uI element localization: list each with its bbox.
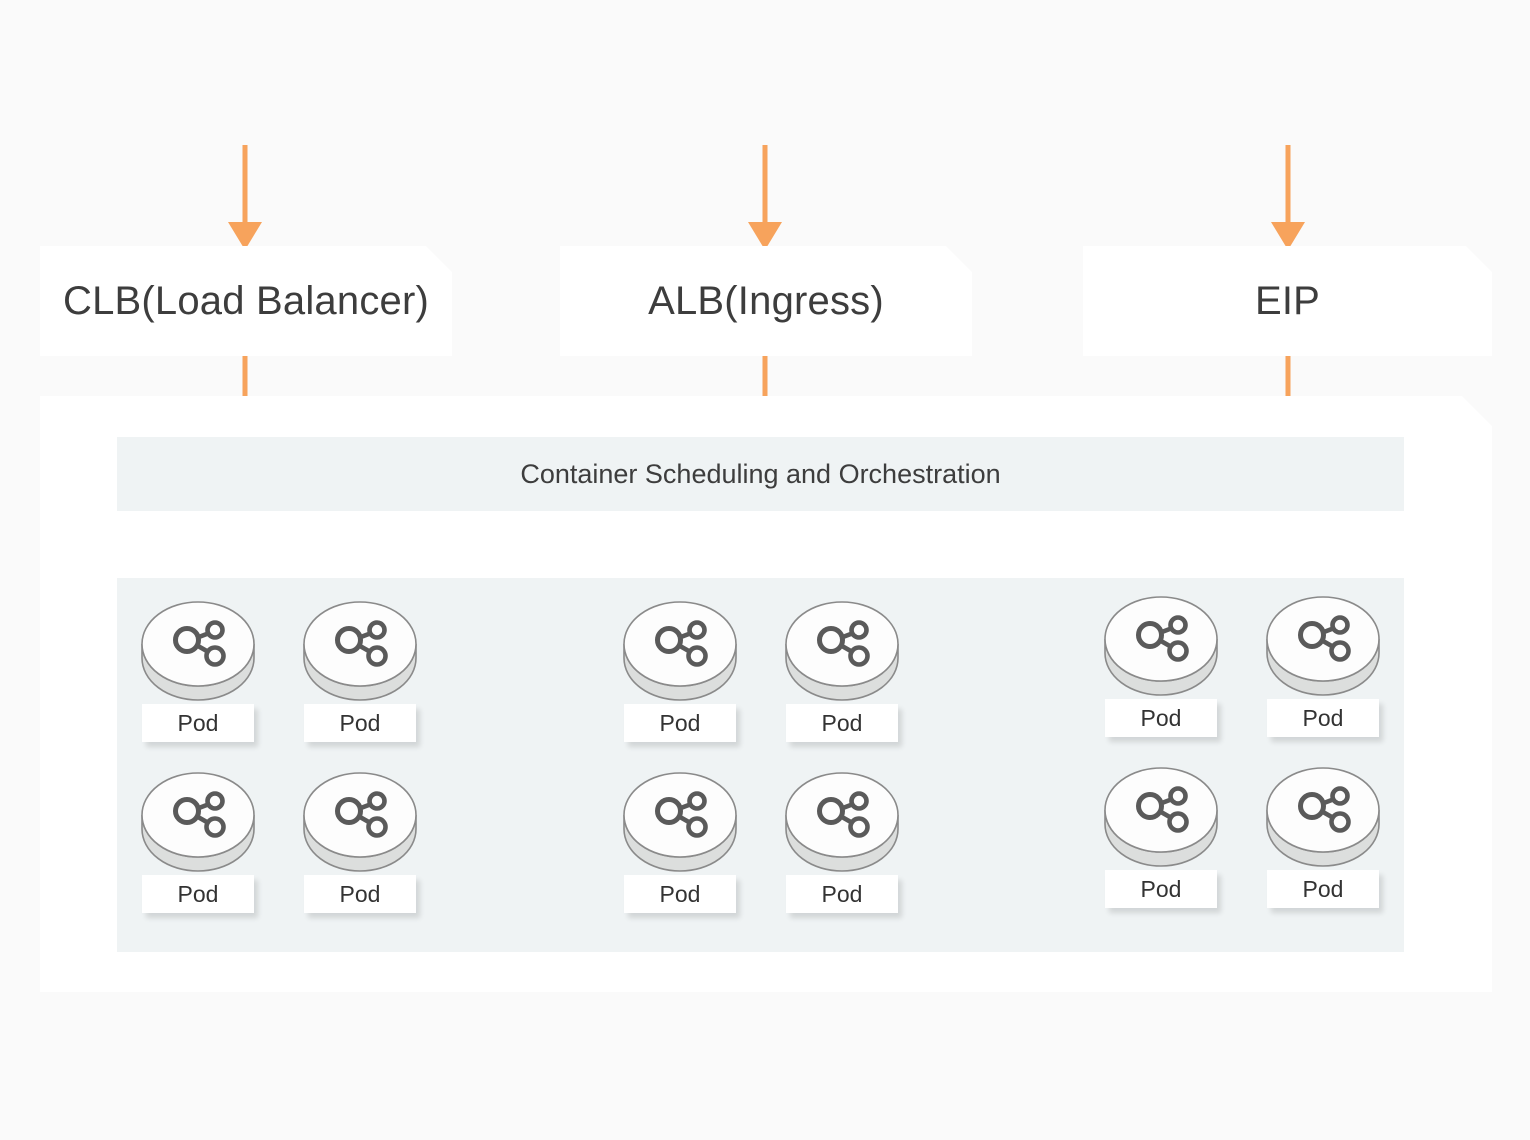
pod-label: Pod <box>1267 699 1379 737</box>
pod-label: Pod <box>304 704 416 742</box>
pod-cylinder <box>1265 595 1381 699</box>
pod-label: Pod <box>1105 699 1217 737</box>
pod-network-icon <box>785 601 899 701</box>
pod-node[interactable]: Pod <box>622 771 738 913</box>
pod-cylinder <box>140 771 256 875</box>
inbound-arrow-alb <box>748 145 782 250</box>
pod-network-icon <box>1104 767 1218 867</box>
pod-network-icon <box>141 601 255 701</box>
pod-network-icon <box>303 772 417 872</box>
entry-node-eip-label: EIP <box>1254 278 1321 323</box>
entry-node-clb[interactable]: CLB(Load Balancer) <box>40 246 452 356</box>
entry-node-clb-label: CLB(Load Balancer) <box>62 278 430 323</box>
pod-label: Pod <box>142 875 254 913</box>
pod-node[interactable]: Pod <box>140 600 256 742</box>
entry-node-alb[interactable]: ALB(Ingress) <box>560 246 972 356</box>
pod-label: Pod <box>786 704 898 742</box>
pod-cylinder <box>784 600 900 704</box>
orchestration-bar-label: Container Scheduling and Orchestration <box>520 458 1001 489</box>
pod-cylinder <box>302 771 418 875</box>
pod-node[interactable]: Pod <box>784 771 900 913</box>
pod-network-icon <box>623 772 737 872</box>
pod-cylinder <box>622 771 738 875</box>
pod-network-icon <box>1266 767 1380 867</box>
pod-label: Pod <box>1267 870 1379 908</box>
pod-network-icon <box>785 772 899 872</box>
pod-label: Pod <box>624 704 736 742</box>
pod-label: Pod <box>142 704 254 742</box>
pod-label: Pod <box>304 875 416 913</box>
pod-cylinder <box>302 600 418 704</box>
pod-node[interactable]: Pod <box>1103 766 1219 908</box>
pod-node[interactable]: Pod <box>784 600 900 742</box>
pod-node[interactable]: Pod <box>622 600 738 742</box>
pod-label: Pod <box>624 875 736 913</box>
pod-cylinder <box>1103 595 1219 699</box>
inbound-arrow-eip <box>1271 145 1305 250</box>
pod-node[interactable]: Pod <box>302 600 418 742</box>
pod-node[interactable]: Pod <box>140 771 256 913</box>
pod-label: Pod <box>1105 870 1217 908</box>
pod-node[interactable]: Pod <box>1265 595 1381 737</box>
entry-node-alb-label: ALB(Ingress) <box>648 278 884 323</box>
pod-label: Pod <box>786 875 898 913</box>
pod-cylinder <box>1265 766 1381 870</box>
pod-network-icon <box>1104 596 1218 696</box>
pod-cylinder <box>784 771 900 875</box>
pod-cylinder <box>1103 766 1219 870</box>
pod-node[interactable]: Pod <box>1103 595 1219 737</box>
pod-network-icon <box>141 772 255 872</box>
pod-network-icon <box>1266 596 1380 696</box>
pod-network-icon <box>303 601 417 701</box>
orchestration-bar[interactable]: Container Scheduling and Orchestration <box>117 437 1404 511</box>
pod-network-icon <box>623 601 737 701</box>
pod-node[interactable]: Pod <box>302 771 418 913</box>
pod-cylinder <box>140 600 256 704</box>
inbound-arrow-clb <box>228 145 262 250</box>
pod-cylinder <box>622 600 738 704</box>
entry-node-eip[interactable]: EIP <box>1083 246 1492 356</box>
pod-node[interactable]: Pod <box>1265 766 1381 908</box>
